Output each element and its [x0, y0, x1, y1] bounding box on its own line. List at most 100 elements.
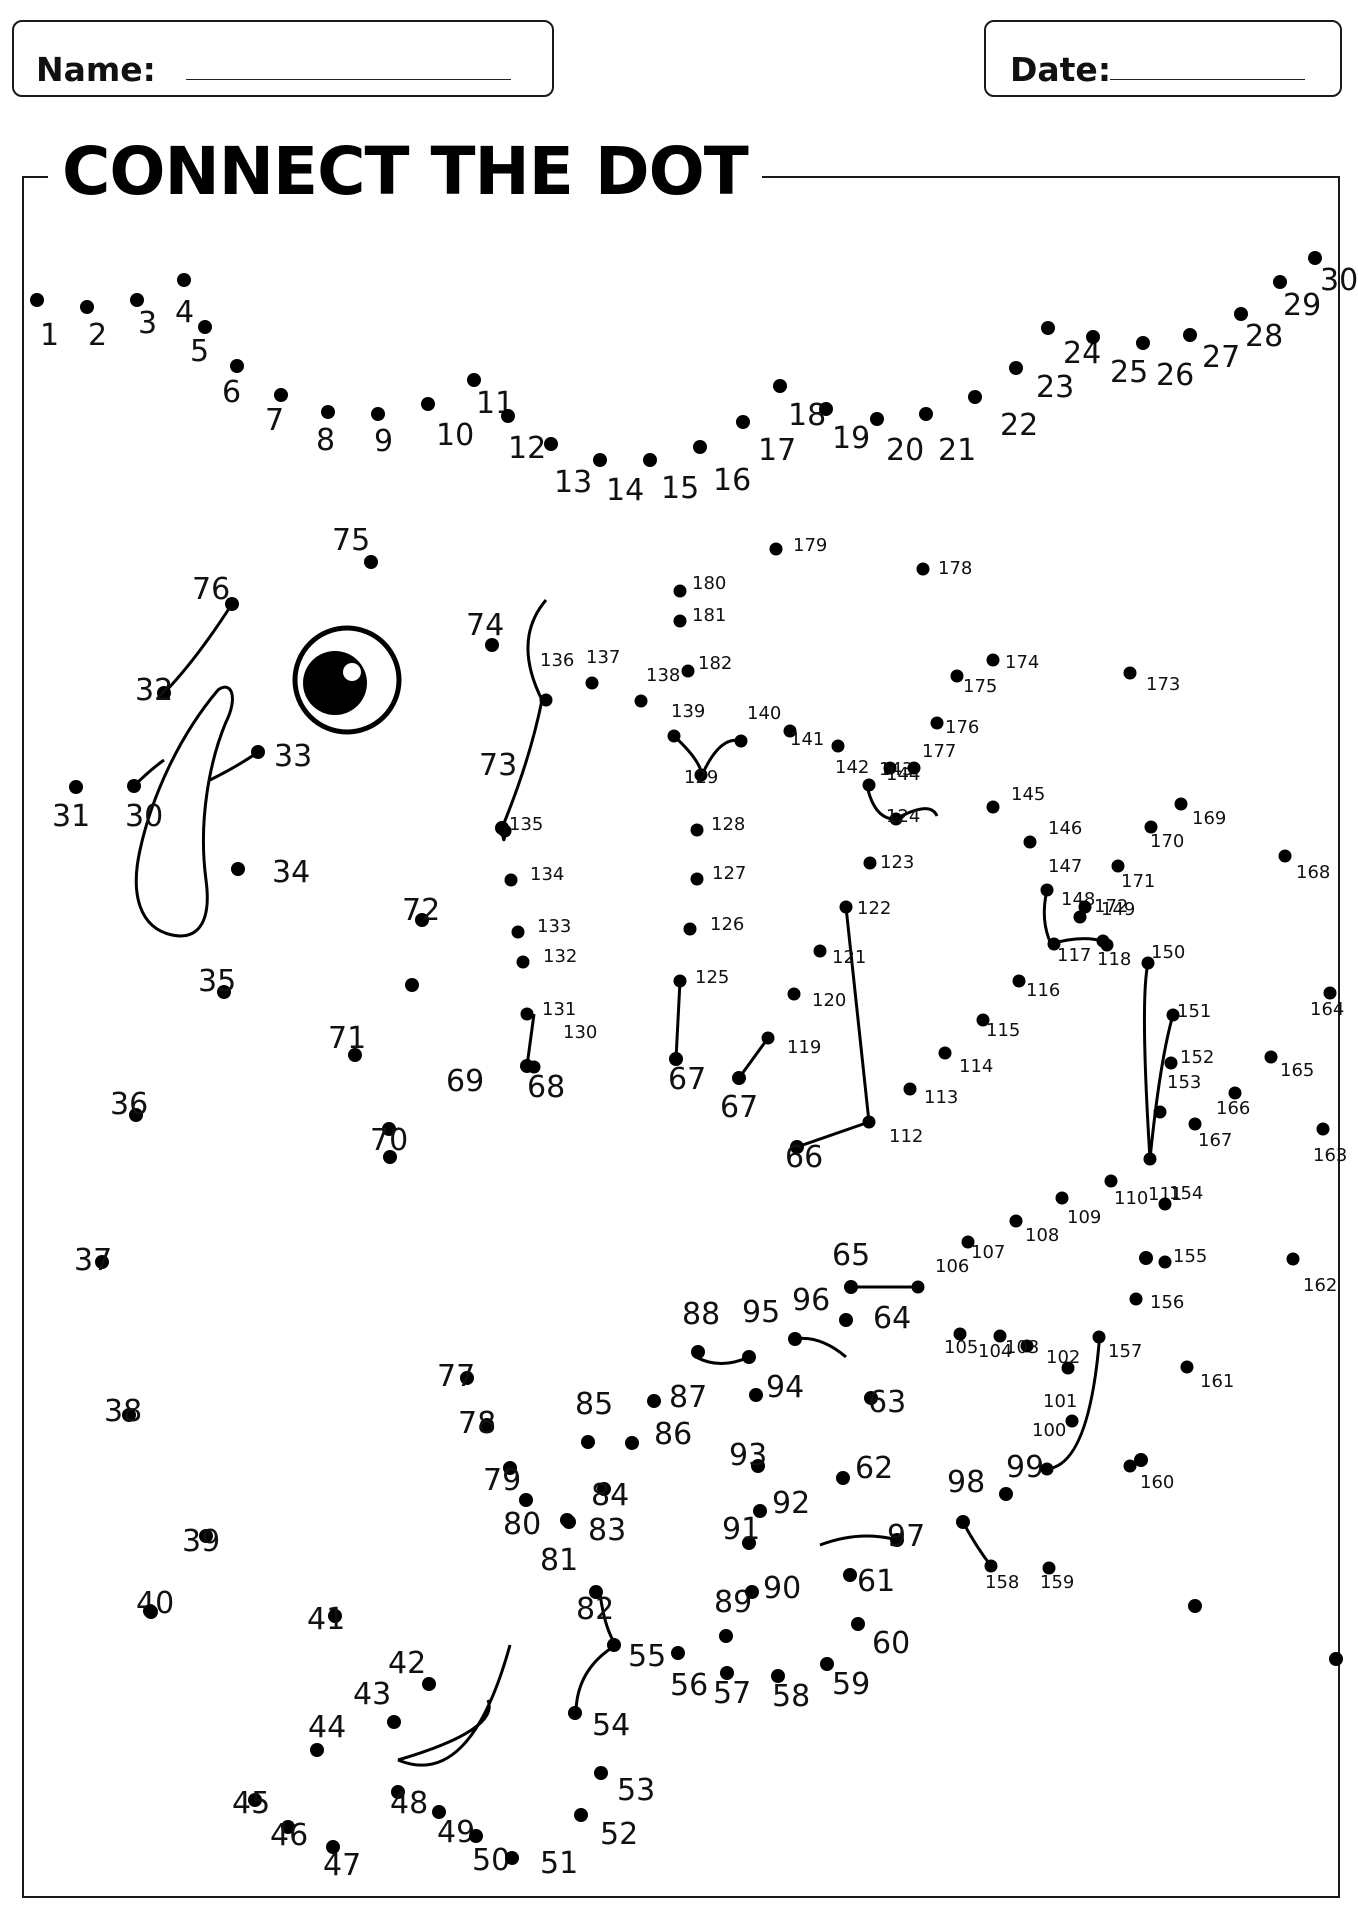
puzzle-dot[interactable]: 62	[836, 1451, 893, 1486]
dot-marker[interactable]	[1174, 797, 1188, 811]
puzzle-dot[interactable]: 33	[251, 739, 312, 774]
dot-marker[interactable]	[643, 453, 657, 467]
puzzle-dot[interactable]: 58	[771, 1669, 810, 1714]
dot-marker[interactable]	[1123, 1459, 1137, 1473]
dot-marker[interactable]	[1023, 835, 1037, 849]
dot-marker[interactable]	[745, 1585, 759, 1599]
puzzle-dot[interactable]: 166	[1216, 1086, 1250, 1120]
puzzle-dot[interactable]: 120	[787, 987, 847, 1012]
dot-marker[interactable]	[907, 761, 921, 775]
puzzle-dot[interactable]: 1	[30, 293, 59, 353]
dot-marker[interactable]	[511, 925, 525, 939]
puzzle-dot[interactable]: 115	[976, 1013, 1021, 1042]
puzzle-dot[interactable]: 168	[1278, 849, 1331, 884]
dot-marker[interactable]	[527, 1060, 541, 1074]
dot-marker[interactable]	[581, 1435, 595, 1449]
puzzle-dot[interactable]: 71	[328, 1021, 366, 1062]
dot-marker[interactable]	[930, 716, 944, 730]
dot-marker[interactable]	[736, 415, 750, 429]
dot-marker[interactable]	[883, 761, 897, 775]
puzzle-dot[interactable]: 90	[745, 1571, 801, 1606]
puzzle-dot[interactable]: 134	[504, 864, 565, 887]
dot-marker[interactable]	[157, 686, 171, 700]
puzzle-dot[interactable]: 150	[1141, 942, 1186, 970]
dot-marker[interactable]	[310, 1743, 324, 1757]
puzzle-dot[interactable]: 13	[544, 437, 592, 500]
puzzle-dot[interactable]: 154	[1158, 1183, 1204, 1211]
puzzle-dot[interactable]: 82	[576, 1585, 614, 1627]
dot-marker[interactable]	[771, 1669, 785, 1683]
puzzle-dot[interactable]: 92	[753, 1486, 810, 1521]
dot-marker[interactable]	[1111, 859, 1125, 873]
puzzle-dot[interactable]: 43	[353, 1677, 401, 1729]
dot-marker[interactable]	[328, 1609, 342, 1623]
dot-marker[interactable]	[836, 1471, 850, 1485]
dot-marker[interactable]	[520, 1007, 534, 1021]
puzzle-dot[interactable]: 100	[1032, 1420, 1066, 1476]
dot-marker[interactable]	[734, 734, 748, 748]
puzzle-dot[interactable]: 79	[483, 1461, 521, 1498]
puzzle-dot[interactable]: 7	[265, 388, 288, 438]
puzzle-dot[interactable]: 114	[938, 1046, 994, 1078]
dot-marker[interactable]	[950, 669, 964, 683]
puzzle-dot[interactable]: 30	[125, 779, 163, 834]
puzzle-dot[interactable]: 106	[911, 1256, 970, 1294]
dot-marker[interactable]	[460, 1371, 474, 1385]
dot-marker[interactable]	[820, 1657, 834, 1671]
puzzle-dot[interactable]: 147	[1040, 856, 1083, 897]
dot-marker[interactable]	[589, 1585, 603, 1599]
dot-marker[interactable]	[593, 453, 607, 467]
dot-marker[interactable]	[415, 913, 429, 927]
puzzle-dot[interactable]: 87	[647, 1380, 707, 1415]
dot-marker[interactable]	[1136, 336, 1150, 350]
puzzle-dot[interactable]: 75	[332, 523, 378, 569]
dot-marker[interactable]	[1308, 251, 1322, 265]
dot-marker[interactable]	[562, 1515, 576, 1529]
dot-marker[interactable]	[1153, 1105, 1167, 1119]
dot-marker[interactable]	[1042, 1561, 1056, 1575]
puzzle-dot[interactable]: 97	[887, 1519, 925, 1554]
dot-marker[interactable]	[647, 1394, 661, 1408]
unnumbered-dot[interactable]	[1329, 1652, 1343, 1666]
puzzle-dot[interactable]: 69	[382, 1064, 484, 1136]
dot-marker[interactable]	[585, 676, 599, 690]
puzzle-dot[interactable]: 98	[947, 1465, 985, 1529]
dot-marker[interactable]	[956, 1515, 970, 1529]
puzzle-dot[interactable]: 107	[961, 1235, 1006, 1264]
puzzle-dot[interactable]: 64	[839, 1301, 911, 1336]
dot-marker[interactable]	[819, 402, 833, 416]
dot-marker[interactable]	[1009, 361, 1023, 375]
dot-marker[interactable]	[673, 614, 687, 628]
dot-marker[interactable]	[1273, 275, 1287, 289]
puzzle-dot[interactable]: 176	[930, 716, 980, 739]
puzzle-dot[interactable]: 111	[1143, 1152, 1183, 1206]
puzzle-dot[interactable]: 137	[585, 647, 621, 690]
puzzle-dot[interactable]: 136	[539, 650, 575, 707]
dot-marker[interactable]	[681, 664, 695, 678]
dot-marker[interactable]	[783, 724, 797, 738]
dot-marker[interactable]	[984, 1559, 998, 1573]
dot-marker[interactable]	[839, 900, 853, 914]
puzzle-dot[interactable]: 104	[978, 1329, 1012, 1363]
unnumbered-dot[interactable]	[1188, 1599, 1202, 1613]
dot-marker[interactable]	[1041, 321, 1055, 335]
dot-marker[interactable]	[1166, 1008, 1180, 1022]
dot-marker[interactable]	[851, 1617, 865, 1631]
puzzle-dot[interactable]: 182	[681, 653, 733, 678]
dot-marker[interactable]	[625, 1436, 639, 1450]
puzzle-dot[interactable]: 121	[813, 944, 867, 969]
dot-marker[interactable]	[843, 1568, 857, 1582]
puzzle-dot[interactable]: 124	[886, 806, 920, 827]
puzzle-dot[interactable]: 85	[575, 1387, 613, 1449]
puzzle-dot[interactable]: 116	[1012, 974, 1061, 1002]
puzzle-dot[interactable]: 20	[870, 412, 924, 468]
dot-marker[interactable]	[544, 437, 558, 451]
dot-marker[interactable]	[938, 1046, 952, 1060]
puzzle-dot[interactable]: 15	[643, 453, 699, 506]
puzzle-dot[interactable]: 152	[1164, 1047, 1215, 1070]
date-field-box[interactable]: Date:	[984, 20, 1342, 97]
dot-marker[interactable]	[732, 1071, 746, 1085]
puzzle-dot[interactable]: 110	[1104, 1174, 1149, 1210]
puzzle-dot[interactable]: 76	[192, 572, 239, 611]
dot-marker[interactable]	[127, 779, 141, 793]
